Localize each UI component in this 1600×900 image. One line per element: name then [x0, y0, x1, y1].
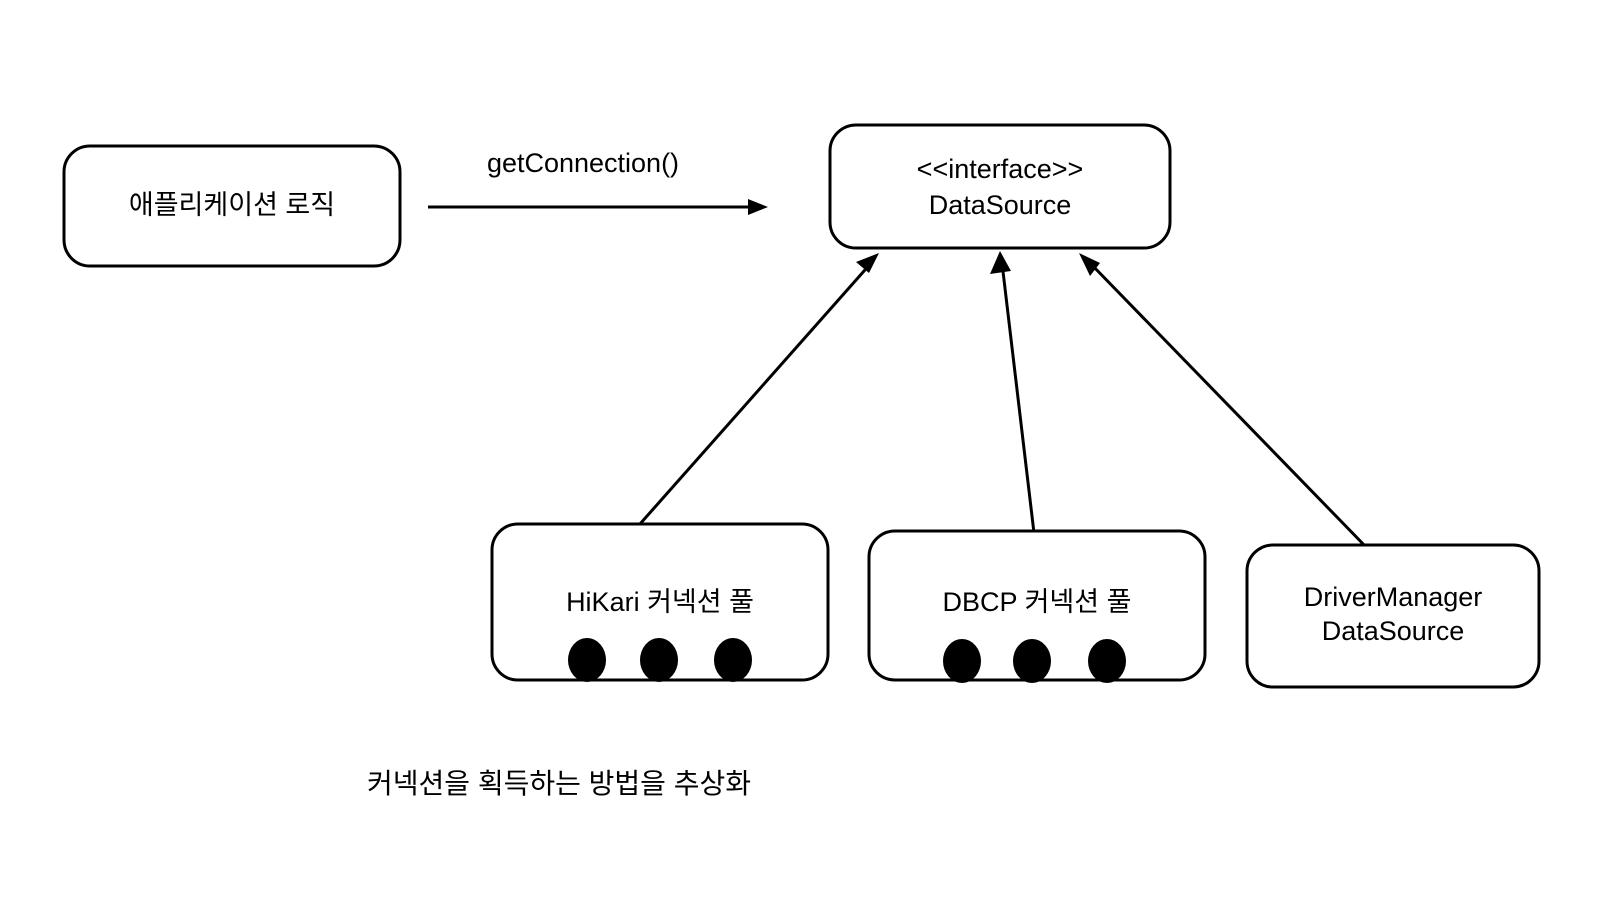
drivermanager-label-line1: DriverManager	[1304, 582, 1483, 612]
edge-dbcp-implements-datasource	[990, 251, 1036, 534]
drivermanager-box[interactable]	[1245, 543, 1541, 689]
node-application-logic[interactable]: 애플리케이션 로직	[62, 144, 402, 268]
get-connection-arrow-head	[748, 199, 768, 215]
hikari-connection-dot	[640, 638, 678, 682]
datasource-box[interactable]	[828, 123, 1172, 250]
hikari-edge-line	[630, 261, 874, 534]
edge-label-get-connection: getConnection()	[487, 148, 679, 178]
dbcp-edge-line	[1000, 262, 1036, 534]
node-drivermanager-datasource[interactable]: DriverManager DataSource	[1245, 543, 1541, 689]
hikari-edge-arrow-head	[856, 253, 879, 273]
drivermanager-edge-line	[1088, 261, 1370, 551]
edge-hikari-implements-datasource	[630, 253, 879, 534]
diagram-caption: 커넥션을 획득하는 방법을 추상화	[367, 768, 751, 799]
drivermanager-label-line2: DataSource	[1322, 616, 1465, 646]
dbcp-label: DBCP 커넥션 풀	[943, 587, 1132, 617]
hikari-label: HiKari 커넥션 풀	[566, 587, 754, 617]
application-logic-box[interactable]	[62, 144, 402, 268]
application-logic-label: 애플리케이션 로직	[129, 190, 335, 220]
datasource-stereotype-label: <<interface>>	[917, 154, 1084, 184]
hikari-connection-dot	[568, 638, 606, 682]
dbcp-connection-dot	[943, 639, 981, 683]
hikari-connection-dot	[714, 638, 752, 682]
drivermanager-edge-arrow-head	[1079, 253, 1100, 276]
dbcp-edge-arrow-head	[990, 251, 1011, 274]
datasource-name-label: DataSource	[929, 190, 1072, 220]
dbcp-connection-dot	[1088, 639, 1126, 683]
node-dbcp-connection-pool[interactable]: DBCP 커넥션 풀	[867, 529, 1207, 683]
node-datasource-interface[interactable]: <<interface>> DataSource	[828, 123, 1172, 250]
node-hikari-connection-pool[interactable]: HiKari 커넥션 풀	[490, 522, 830, 682]
edge-get-connection: getConnection()	[428, 148, 768, 215]
edge-drivermanager-implements-datasource	[1079, 253, 1370, 551]
dbcp-connection-dot	[1013, 639, 1051, 683]
